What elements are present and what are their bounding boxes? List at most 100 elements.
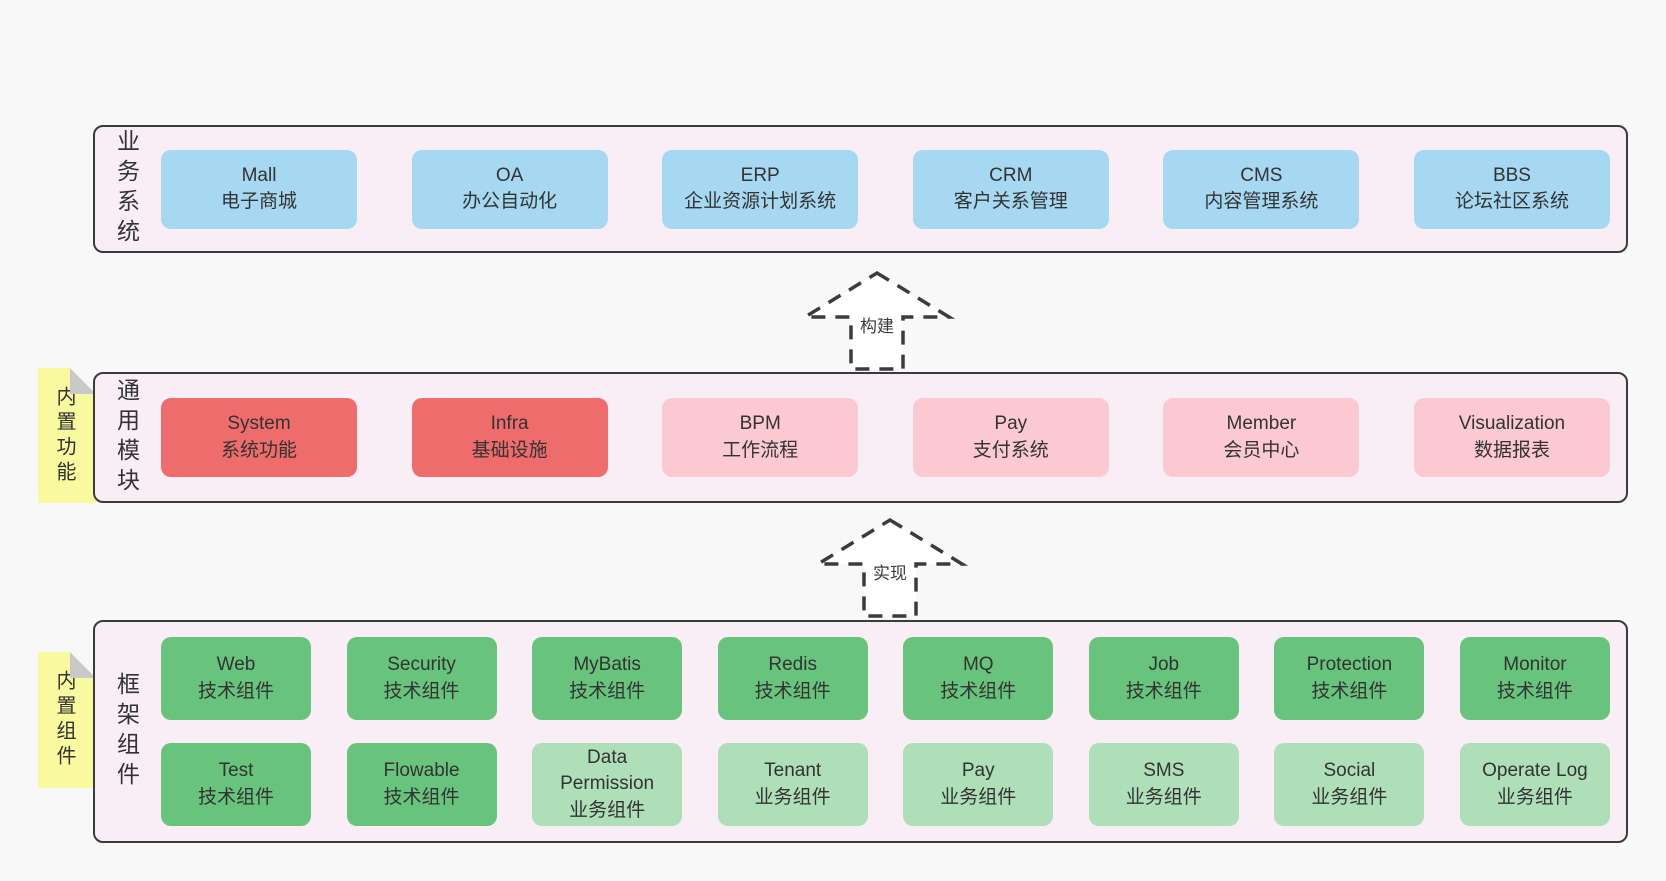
business-systems-row: Mall 电子商城 OA 办公自动化 ERP 企业资源计划系统 CRM 客户关系… xyxy=(153,127,1626,251)
build-arrow-label: 构建 xyxy=(860,317,894,336)
node-subtitle: 工作流程 xyxy=(722,439,799,461)
node-title: Member xyxy=(1226,413,1297,435)
components-row-2: Test 技术组件 Flowable 技术组件 Data Permission … xyxy=(161,743,1610,826)
node-bbs: BBS 论坛社区系统 xyxy=(1413,149,1610,229)
node-subtitle: 业务组件 xyxy=(940,786,1017,808)
node-infra: Infra 基础设施 xyxy=(411,398,608,477)
node-subtitle: 业务组件 xyxy=(1311,786,1388,808)
node-pay: Pay 支付系统 xyxy=(912,398,1109,477)
layer-common-modules: 通用模块 System 系统功能 Infra 基础设施 BPM 工作流程 Pay… xyxy=(93,372,1628,503)
implement-arrow-up-icon xyxy=(811,517,969,618)
sticky-note-label: 内置组件 xyxy=(53,670,75,770)
node-subtitle: 技术组件 xyxy=(1496,680,1573,702)
node-subtitle: 技术组件 xyxy=(940,680,1017,702)
node-subtitle: 技术组件 xyxy=(1125,680,1202,702)
components-row-1: Web 技术组件 Security 技术组件 MyBatis 技术组件 Redi… xyxy=(161,637,1610,720)
node-subtitle: 企业资源计划系统 xyxy=(684,191,837,212)
node-title: BBS xyxy=(1492,164,1531,186)
node-title: Web xyxy=(216,654,256,676)
node-title: MyBatis xyxy=(573,654,641,676)
node-subtitle: 会员中心 xyxy=(1223,439,1300,461)
node-title: Job xyxy=(1148,654,1180,676)
node-subtitle: 业务组件 xyxy=(569,799,646,821)
node-mybatis: MyBatis 技术组件 xyxy=(532,637,683,720)
build-arrow-up-icon xyxy=(798,270,956,371)
node-title: Redis xyxy=(768,654,817,676)
node-subtitle: 技术组件 xyxy=(383,786,460,808)
layer-business-systems: 业务系统 Mall 电子商城 OA 办公自动化 ERP 企业资源计划系统 CRM… xyxy=(93,125,1628,253)
node-title: OA xyxy=(495,164,524,186)
node-title: Pay xyxy=(994,413,1028,435)
node-sms: SMS 业务组件 xyxy=(1088,743,1239,826)
node-system: System 系统功能 xyxy=(161,398,357,477)
node-title: Monitor xyxy=(1503,654,1567,676)
common-modules-row: System 系统功能 Infra 基础设施 BPM 工作流程 Pay 支付系统… xyxy=(153,374,1626,501)
node-member: Member 会员中心 xyxy=(1163,398,1360,477)
node-oa: OA 办公自动化 xyxy=(411,149,608,229)
node-mall: Mall 电子商城 xyxy=(161,149,357,229)
node-visualization: Visualization 数据报表 xyxy=(1413,398,1610,477)
layer-label-wrap: 业务系统 xyxy=(95,127,153,251)
node-title: Mall xyxy=(241,164,277,186)
node-title: CMS xyxy=(1240,164,1283,186)
sticky-note-built-in-features: 内置功能 xyxy=(38,368,96,503)
node-subtitle: 技术组件 xyxy=(1311,680,1388,702)
layer-label: 业务系统 xyxy=(113,129,140,249)
node-title: Security xyxy=(387,654,456,676)
node-subtitle: 技术组件 xyxy=(197,786,274,808)
node-subtitle: 内容管理系统 xyxy=(1204,191,1319,212)
framework-components-grid: Web 技术组件 Security 技术组件 MyBatis 技术组件 Redi… xyxy=(153,622,1626,841)
node-flowable: Flowable 技术组件 xyxy=(346,743,497,826)
node-monitor: Monitor 技术组件 xyxy=(1459,637,1610,720)
node-subtitle: 业务组件 xyxy=(1125,786,1202,808)
node-job: Job 技术组件 xyxy=(1088,637,1239,720)
node-social: Social 业务组件 xyxy=(1274,743,1425,826)
node-subtitle: 技术组件 xyxy=(383,680,460,702)
node-subtitle: 业务组件 xyxy=(754,786,831,808)
node-subtitle: 技术组件 xyxy=(197,680,274,702)
node-title: SMS xyxy=(1143,760,1185,782)
node-title: Flowable xyxy=(383,760,460,782)
node-subtitle: 基础设施 xyxy=(471,439,548,461)
node-subtitle: 技术组件 xyxy=(569,680,646,702)
implement-arrow-label: 实现 xyxy=(873,564,907,583)
node-tenant: Tenant 业务组件 xyxy=(717,743,868,826)
node-web: Web 技术组件 xyxy=(161,637,311,720)
node-subtitle: 系统功能 xyxy=(220,439,297,461)
node-title: Test xyxy=(218,760,254,782)
node-test: Test 技术组件 xyxy=(161,743,311,826)
node-security: Security 技术组件 xyxy=(346,637,497,720)
node-bpm: BPM 工作流程 xyxy=(662,398,859,477)
node-protection: Protection 技术组件 xyxy=(1274,637,1425,720)
layer-label: 框架组件 xyxy=(113,671,140,792)
node-subtitle: 办公自动化 xyxy=(462,191,558,212)
node-subtitle: 支付系统 xyxy=(972,439,1049,461)
sticky-note-label: 内置功能 xyxy=(53,385,75,486)
node-pay-business: Pay 业务组件 xyxy=(903,743,1054,826)
node-title: System xyxy=(227,413,291,435)
node-erp: ERP 企业资源计划系统 xyxy=(662,149,859,229)
node-cms: CMS 内容管理系统 xyxy=(1163,149,1360,229)
node-subtitle: 数据报表 xyxy=(1473,439,1550,461)
node-title: BPM xyxy=(739,413,781,435)
node-title: Visualization xyxy=(1458,413,1566,435)
node-data-permission: Data Permission 业务组件 xyxy=(532,743,683,826)
node-mq: MQ 技术组件 xyxy=(903,637,1054,720)
node-title: Tenant xyxy=(764,760,822,782)
node-title: MQ xyxy=(962,654,994,676)
layer-label-wrap: 通用模块 xyxy=(95,374,153,501)
sticky-note-built-in-components: 内置组件 xyxy=(38,652,96,788)
node-subtitle: 技术组件 xyxy=(754,680,831,702)
node-subtitle: 业务组件 xyxy=(1496,786,1573,808)
layer-framework-components: 框架组件 Web 技术组件 Security 技术组件 MyBatis 技术组件… xyxy=(93,620,1628,843)
node-subtitle: 电子商城 xyxy=(220,191,297,212)
node-title: CRM xyxy=(989,164,1033,186)
node-subtitle: 论坛社区系统 xyxy=(1454,191,1569,212)
node-title: Pay xyxy=(961,760,995,782)
node-title: Social xyxy=(1323,760,1376,782)
node-title: Infra xyxy=(490,413,529,435)
node-crm: CRM 客户关系管理 xyxy=(912,149,1109,229)
node-title: Data Permission xyxy=(560,747,655,795)
node-title: Protection xyxy=(1306,654,1393,676)
node-redis: Redis 技术组件 xyxy=(717,637,868,720)
